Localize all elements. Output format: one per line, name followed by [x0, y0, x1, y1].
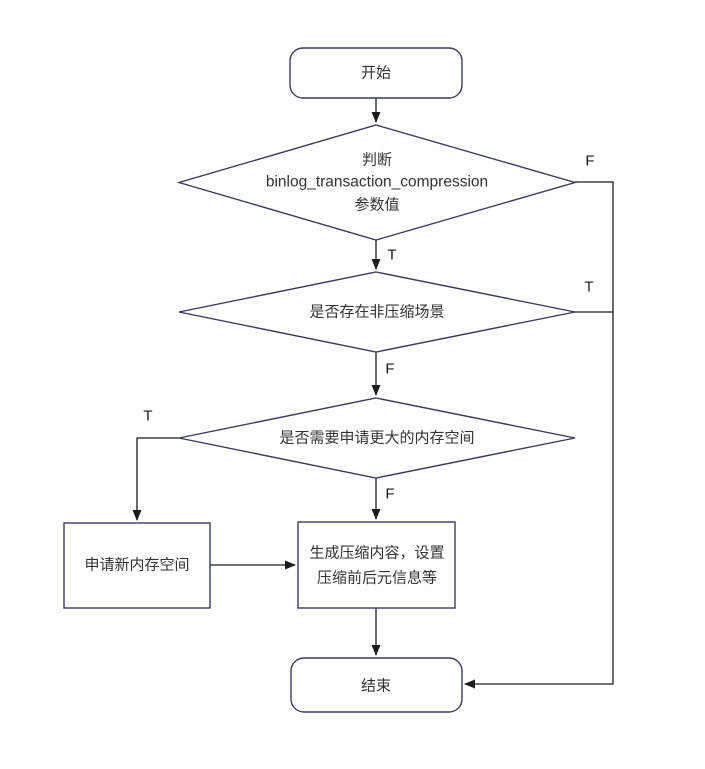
edge-decision-memory-true — [132, 437, 179, 521]
start-node — [289, 47, 463, 99]
decision-need-larger-memory-node — [178, 397, 576, 479]
label-param-true: T — [387, 247, 396, 264]
decision-need-larger-memory-label: 是否需要申请更大的内存空间 — [279, 430, 474, 447]
decision-binlog-param-label-line2: binlog_transaction_compression — [266, 174, 488, 191]
label-uncompressed-true: T — [584, 279, 593, 296]
process-new-memory-node — [63, 522, 211, 609]
process-generate-compress-label-line2: 压缩前后元信息等 — [317, 569, 437, 587]
label-memory-true: T — [143, 408, 152, 425]
decision-binlog-param-label-line3: 参数值 — [354, 197, 399, 214]
decision-binlog-param-node — [176, 124, 578, 241]
process-new-memory-label: 申请新内存空间 — [84, 557, 189, 574]
end-node — [290, 657, 463, 713]
decision-uncompressed-scene-label: 是否存在非压缩场景 — [309, 304, 444, 321]
decision-uncompressed-scene-node — [178, 271, 576, 353]
process-generate-compress-label-line1: 生成压缩内容，设置 — [309, 545, 444, 562]
edge-decision-param-false-to-end — [464, 181, 614, 689]
label-param-false: F — [585, 153, 594, 170]
start-label: 开始 — [361, 65, 391, 82]
label-memory-false: F — [385, 486, 394, 503]
end-label: 结束 — [361, 678, 391, 695]
process-generate-compress-node — [297, 521, 456, 609]
decision-binlog-param-label-line1: 判断 — [362, 152, 392, 169]
label-uncompressed-false: F — [385, 361, 394, 378]
